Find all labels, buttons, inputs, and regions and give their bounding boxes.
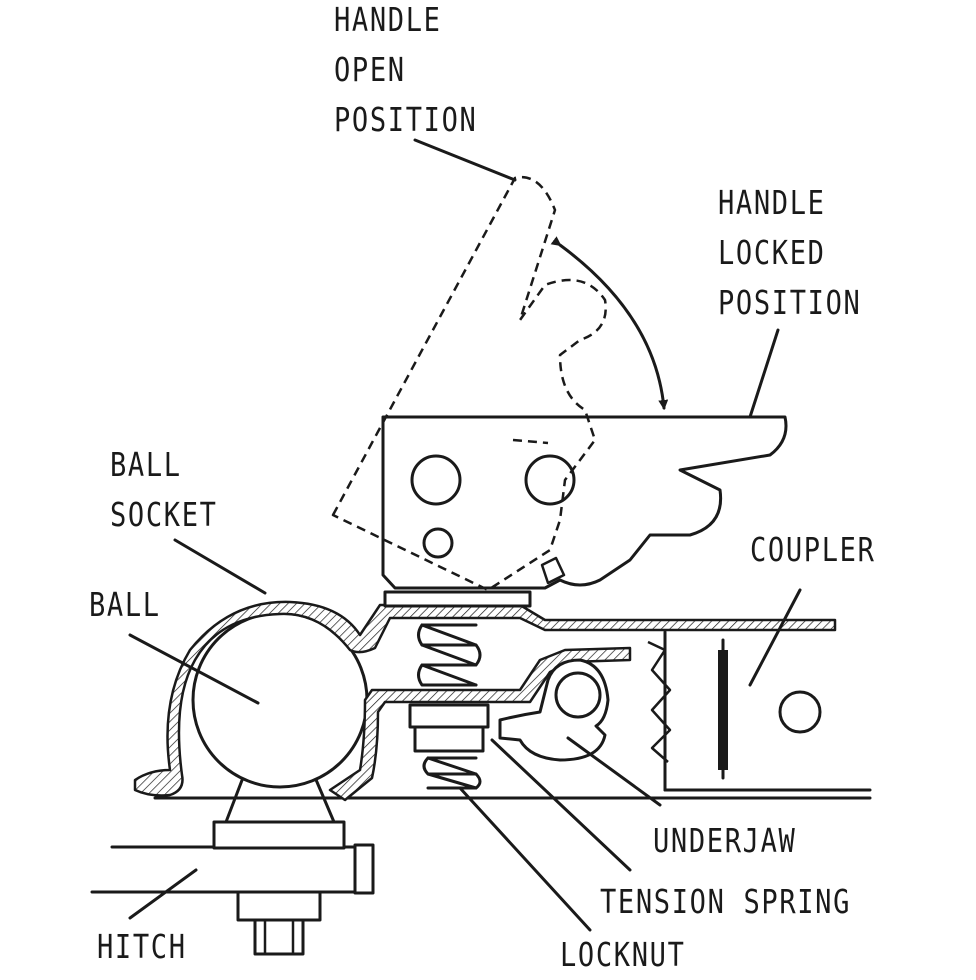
rotation-arrow bbox=[550, 236, 669, 410]
hitch-bar bbox=[90, 843, 375, 956]
label-coupler: COUPLER bbox=[750, 530, 876, 569]
handle-locked bbox=[381, 415, 788, 590]
label-handle-locked: HANDLE LOCKED POSITION bbox=[718, 183, 862, 322]
label-handle-open: HANDLE OPEN POSITION bbox=[334, 0, 478, 139]
label-underjaw: UNDERJAW bbox=[653, 821, 797, 860]
ball-socket-shell bbox=[133, 600, 837, 797]
leader-lines bbox=[128, 138, 802, 932]
label-ball-socket: BALL SOCKET bbox=[110, 445, 218, 534]
underjaw bbox=[498, 658, 610, 762]
tension-spring bbox=[383, 590, 532, 790]
label-hitch: HITCH bbox=[97, 927, 187, 966]
lower-plate bbox=[328, 646, 632, 802]
label-ball: BALL bbox=[89, 585, 161, 624]
label-locknut: LOCKNUT bbox=[560, 935, 686, 974]
label-tension-spring: TENSION SPRING bbox=[600, 882, 852, 921]
coupler-body bbox=[153, 630, 872, 800]
ball-assembly bbox=[191, 611, 369, 850]
